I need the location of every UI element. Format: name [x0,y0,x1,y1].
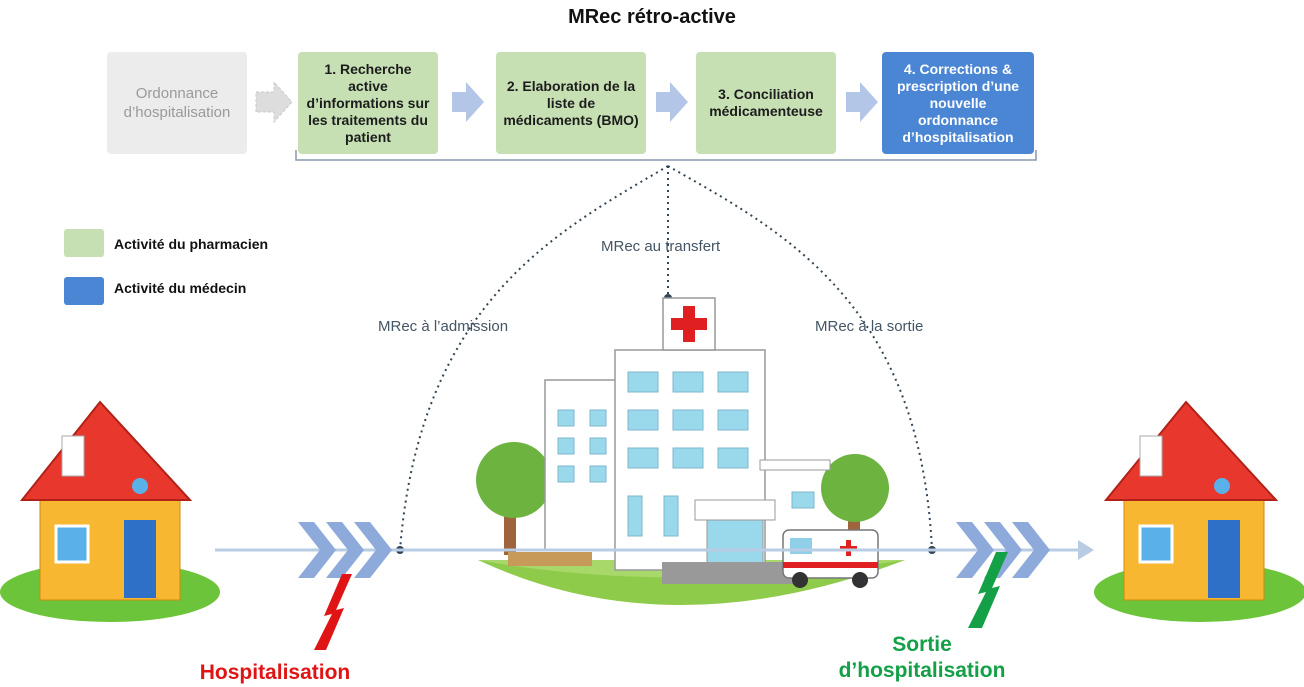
arc-label-admission: MRec à l’admission [378,318,509,335]
chevron-icon-left [298,522,392,578]
arrow-step2-to-step3 [656,82,688,122]
step-3-reconciliation: 3. Conciliation médicamenteuse [696,52,836,154]
step-1-active-search: 1. Recherche active d’informations sur l… [298,52,438,154]
step-4-corrections: 4. Corrections & prescription d’une nouv… [882,52,1034,154]
mrec-arcs [399,165,933,551]
arc-label-transfer: MRec au transfert [601,238,721,255]
arrow-input-to-step1 [255,80,293,124]
house-icon-left [0,400,220,622]
arc-label-discharge: MRec à la sortie [815,318,924,335]
ambulance-icon [782,529,879,588]
steps-bracket [295,150,1037,161]
chevron-icon-right [956,522,1050,578]
hospital-icon [544,297,831,584]
diagram-title: MRec rétro-active [568,6,736,28]
house-icon-right [1094,400,1304,622]
legend-swatch-pharmacist [64,229,104,257]
legend-swatch-physician [64,277,104,305]
arrow-step1-to-step2 [452,82,484,122]
step-input-prescription: Ordonnance d’hospitalisation [107,52,247,154]
legend-label-physician: Activité du médecin [114,280,247,296]
event-label-admission: Hospitalisation [199,661,351,684]
event-label-discharge: Sortie d’hospitalisation [838,633,1006,682]
lightning-icon-admission [314,574,352,650]
flow-arrows [255,80,878,124]
arrow-step3-to-step4 [846,82,878,122]
tree-icon-left [476,442,592,566]
lightning-icon-discharge [968,552,1008,628]
step-2-bmo: 2. Elaboration de la liste de médicament… [496,52,646,154]
legend-label-pharmacist: Activité du pharmacien [114,236,269,252]
